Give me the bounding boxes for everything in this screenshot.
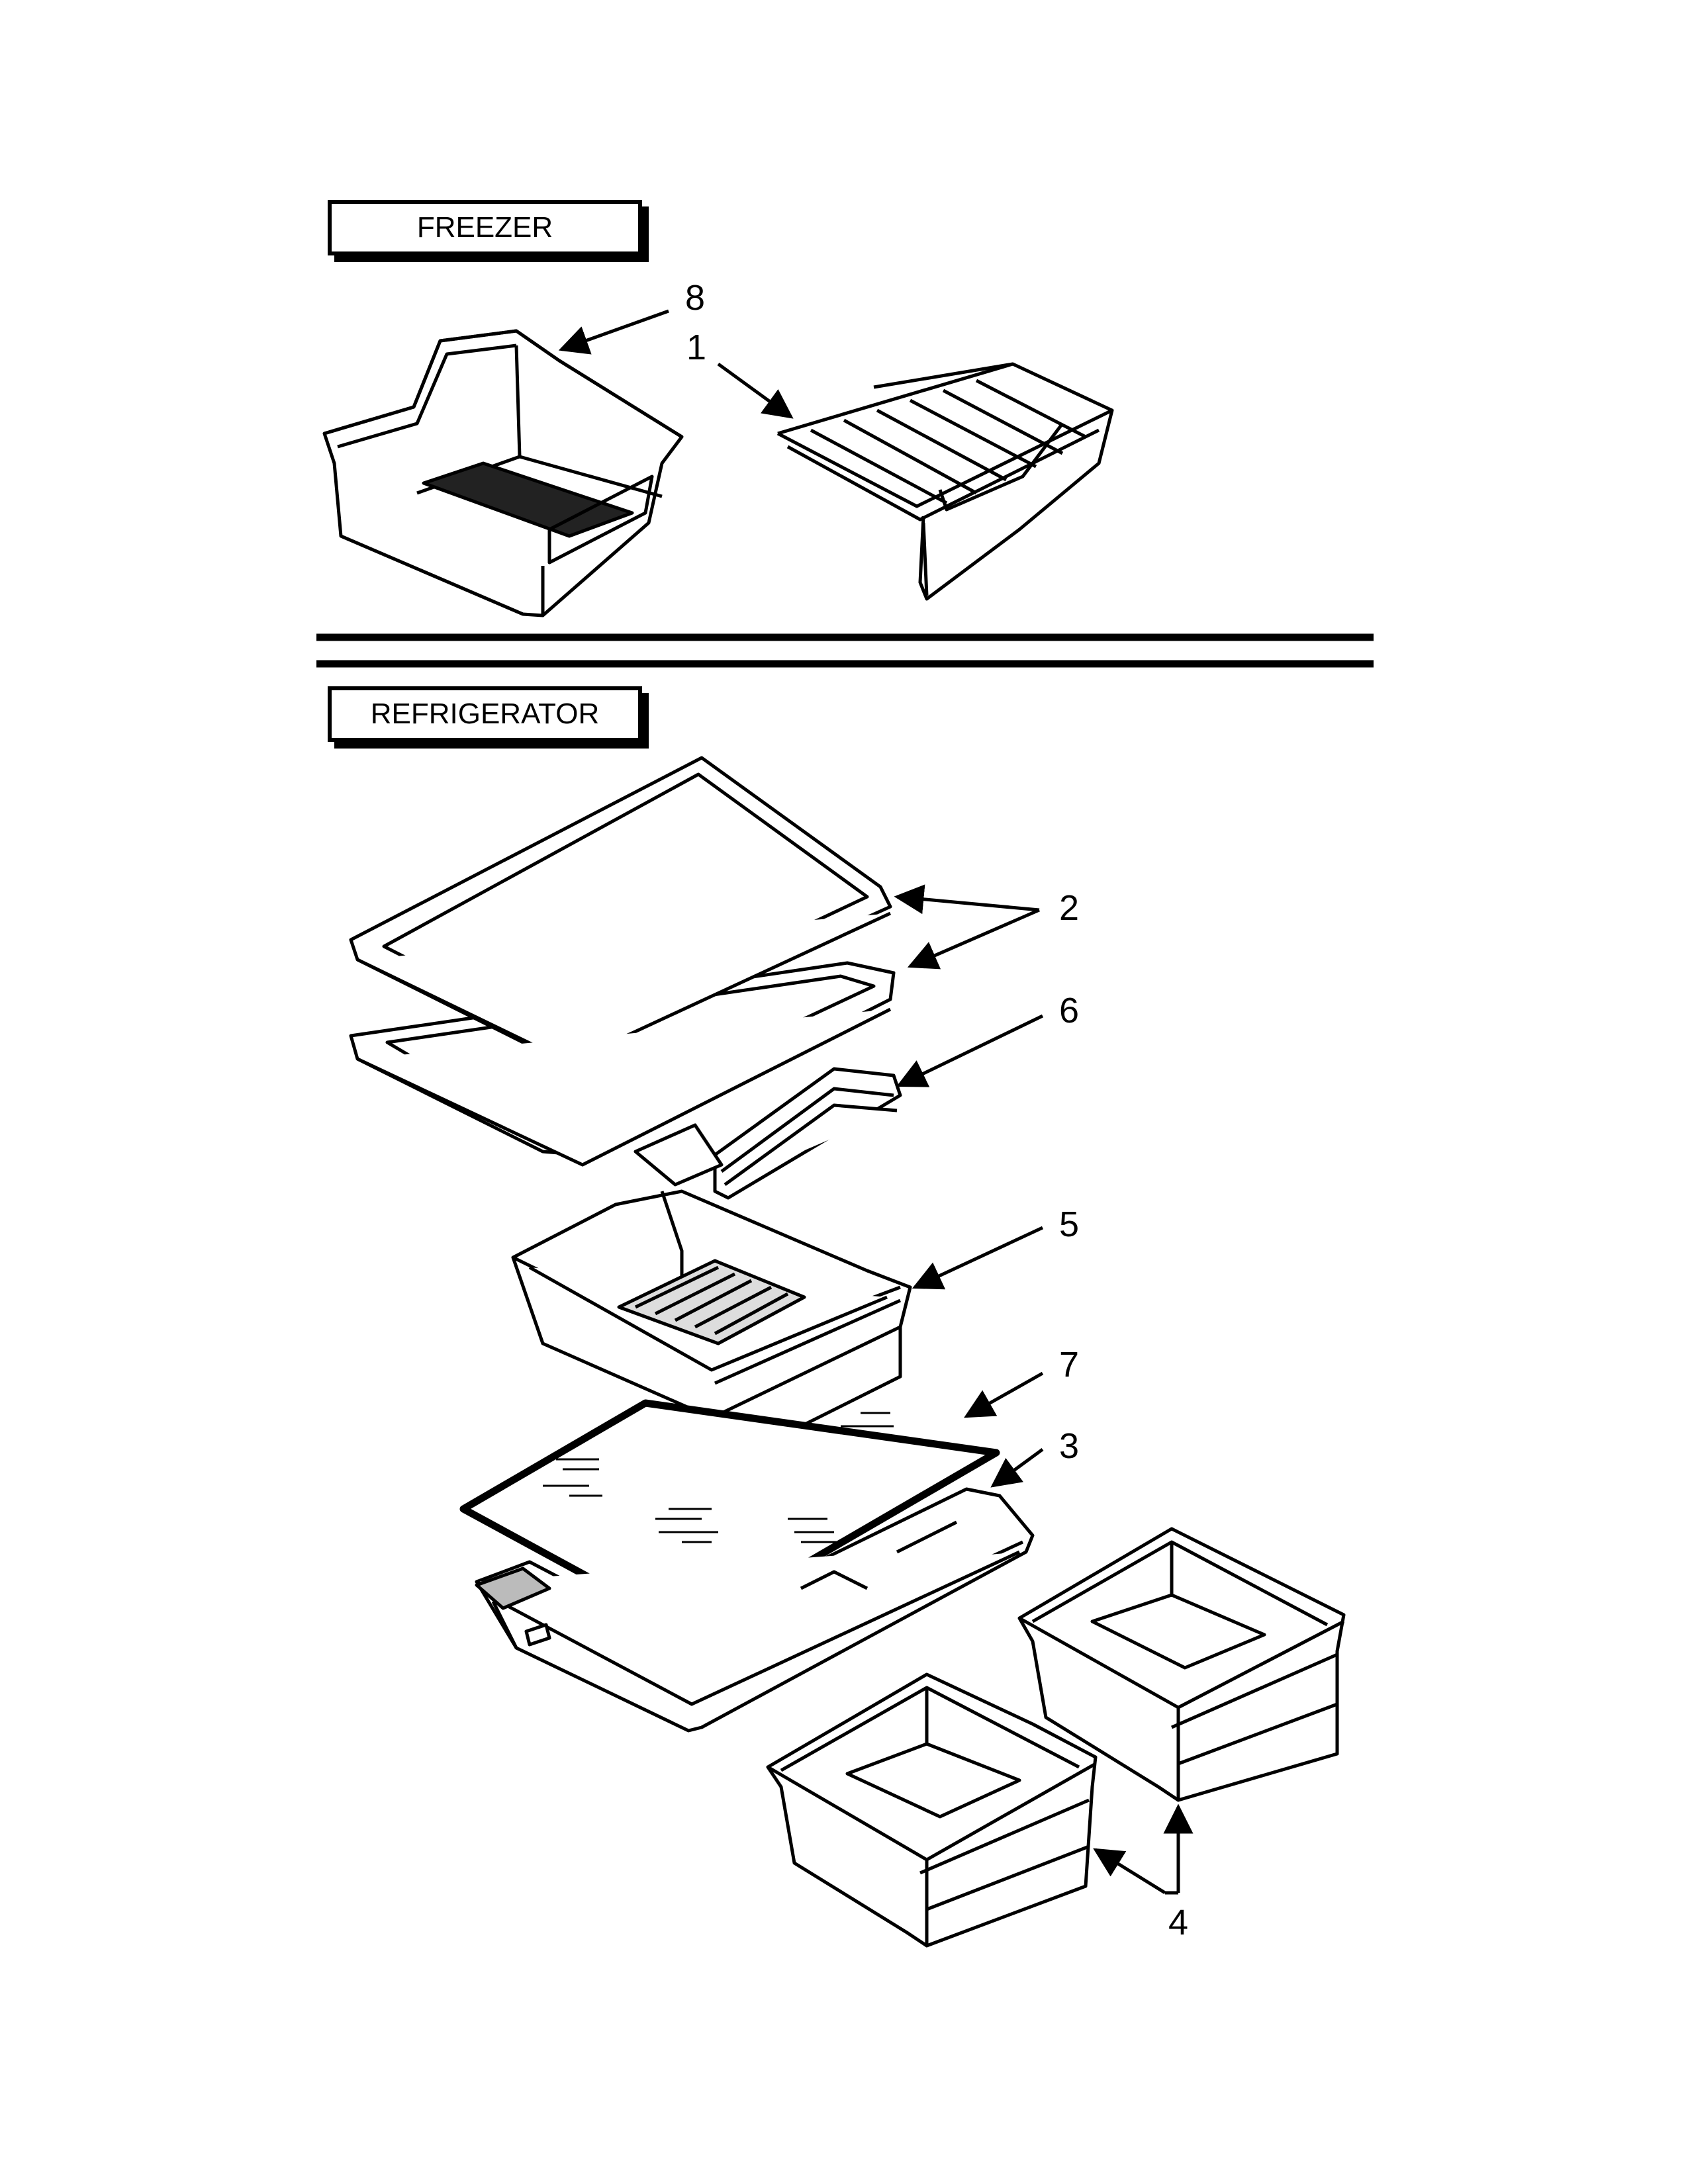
leader-3 <box>990 1447 1044 1488</box>
callout-3: 3 <box>1058 1426 1080 1466</box>
leader-arrows <box>558 309 1194 1895</box>
callout-2: 2 <box>1058 888 1080 928</box>
section-label-freezer-text: FREEZER <box>416 211 553 244</box>
callout-1: 1 <box>686 328 707 367</box>
leader-5 <box>912 1226 1044 1290</box>
section-label-refrigerator: REFRIGERATOR <box>328 686 642 742</box>
callout-7: 7 <box>1058 1345 1080 1385</box>
refrigerator-shelves <box>349 756 896 1167</box>
leader-6 <box>896 1014 1044 1087</box>
leader-4b <box>1093 1848 1166 1895</box>
leader-2a <box>894 884 1040 915</box>
freezer-wire-shelf <box>776 362 1114 601</box>
callout-5: 5 <box>1058 1205 1080 1244</box>
crisper-frame <box>475 1487 1035 1733</box>
leader-7 <box>964 1371 1044 1418</box>
section-label-refrigerator-text: REFRIGERATOR <box>370 698 600 730</box>
meat-pan <box>511 1189 912 1461</box>
callout-6: 6 <box>1058 991 1080 1030</box>
leader-2b <box>907 908 1040 970</box>
leader-8 <box>558 309 669 355</box>
leader-1 <box>717 362 794 419</box>
freezer-basket <box>322 329 684 617</box>
crisper-drawers <box>766 1527 1346 1948</box>
section-label-freezer: FREEZER <box>328 200 642 255</box>
callout-4: 4 <box>1168 1903 1189 1942</box>
pan-track <box>633 1067 902 1200</box>
callout-8: 8 <box>684 278 706 318</box>
